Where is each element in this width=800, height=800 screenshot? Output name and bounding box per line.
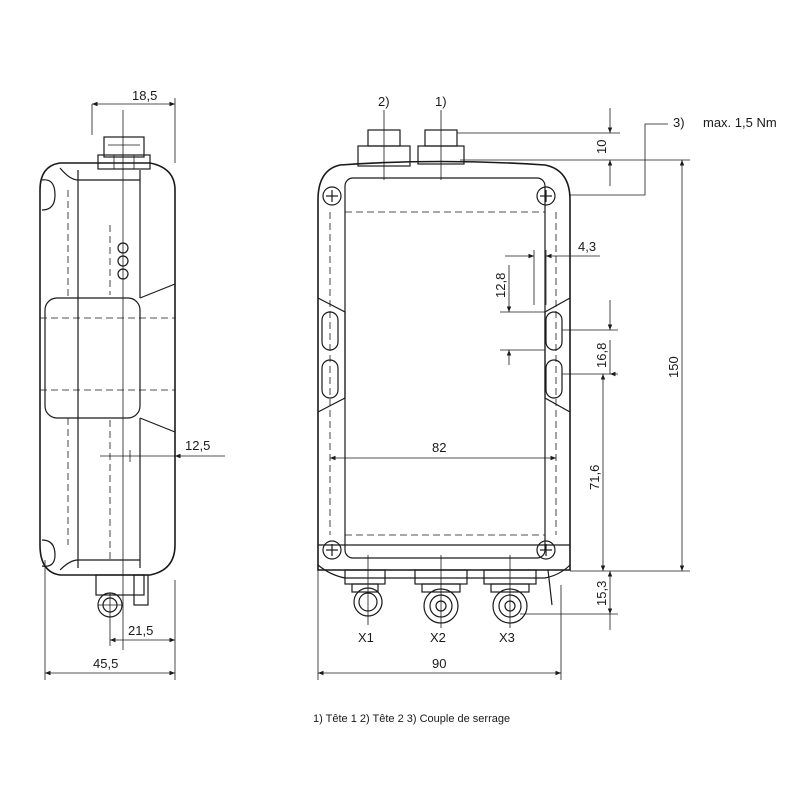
dim-4-3: 4,3 bbox=[578, 239, 596, 254]
dim-18-5: 18,5 bbox=[132, 88, 157, 103]
dim-90: 90 bbox=[432, 656, 446, 671]
screw-top-left bbox=[322, 186, 342, 206]
front-body-outline bbox=[317, 160, 571, 571]
dim-10: 10 bbox=[594, 140, 609, 154]
side-view: 18,5 12,5 21,5 45,5 bbox=[39, 88, 225, 680]
dim-12-5: 12,5 bbox=[185, 438, 210, 453]
dim-21-5: 21,5 bbox=[128, 623, 153, 638]
dim-82: 82 bbox=[432, 440, 446, 455]
dim-12-8: 12,8 bbox=[493, 273, 508, 298]
legend-text: 1) Tête 1 2) Tête 2 3) Couple de serrage bbox=[313, 713, 510, 725]
callout-3: 3) bbox=[673, 115, 685, 130]
dim-150: 150 bbox=[666, 356, 681, 378]
label-x2: X2 bbox=[430, 630, 446, 645]
torque-label: max. 1,5 Nm bbox=[703, 115, 777, 130]
front-view: 2) 1) bbox=[317, 94, 777, 680]
screw-bottom-right bbox=[536, 540, 556, 560]
screw-bottom-left bbox=[322, 540, 342, 560]
dim-16-8: 16,8 bbox=[594, 343, 609, 368]
screw-top-right bbox=[536, 186, 556, 206]
callout-2: 2) bbox=[378, 94, 390, 109]
dim-15-3: 15,3 bbox=[594, 581, 609, 606]
dim-71-6: 71,6 bbox=[587, 465, 602, 490]
grip-right-top bbox=[545, 311, 563, 351]
label-x3: X3 bbox=[499, 630, 515, 645]
side-mount-block bbox=[44, 297, 141, 419]
label-x1: X1 bbox=[358, 630, 374, 645]
side-bottom-connector bbox=[95, 574, 149, 618]
dim-45-5: 45,5 bbox=[93, 656, 118, 671]
connector-x1 bbox=[344, 569, 386, 617]
side-body-outline bbox=[39, 162, 176, 576]
callout-1: 1) bbox=[435, 94, 447, 109]
side-top-connector bbox=[97, 136, 151, 170]
grip-right-bottom bbox=[545, 359, 563, 399]
